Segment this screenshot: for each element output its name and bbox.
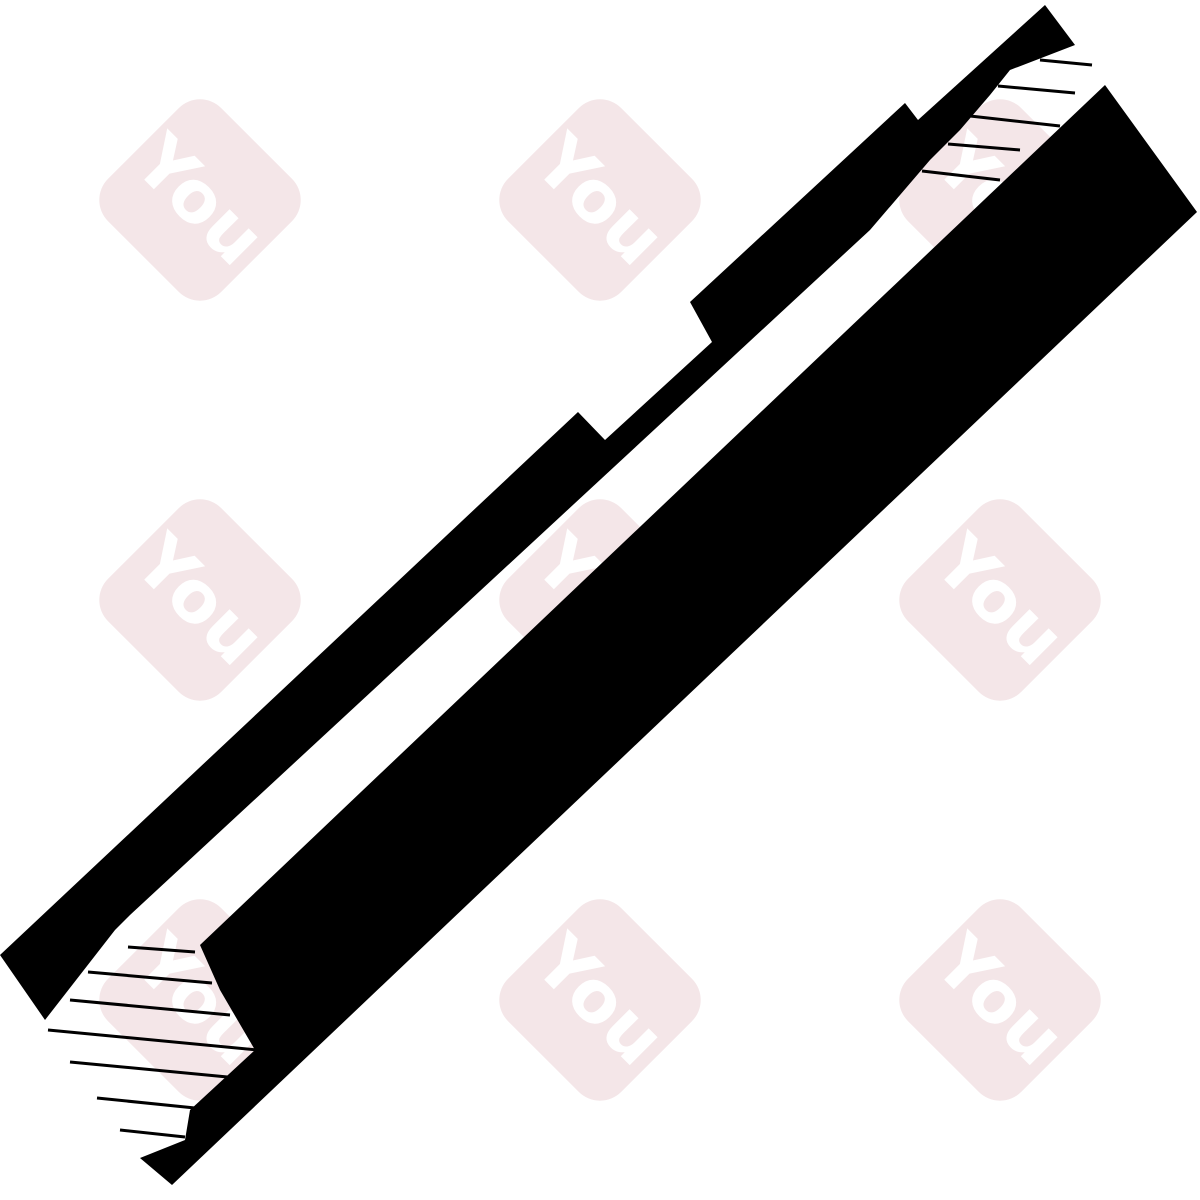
watermark-tile: You	[99, 99, 301, 301]
watermark-text: You	[518, 118, 682, 282]
watermark-badge	[899, 899, 1101, 1101]
watermark-tile: You	[499, 99, 701, 301]
watermark-badge	[99, 99, 301, 301]
watermark-text: You	[118, 518, 282, 682]
watermark-text: You	[918, 918, 1082, 1082]
lower-bar-shape	[140, 85, 1197, 1185]
hatching-lower-left	[47, 945, 259, 1139]
watermark-badge	[99, 499, 301, 701]
watermark-badge	[499, 899, 701, 1101]
watermark-text: You	[918, 518, 1082, 682]
watermark-text: You	[518, 918, 682, 1082]
upper-bar-shape	[0, 5, 1075, 1020]
watermark-tile: You	[899, 499, 1101, 701]
watermark-text: You	[118, 118, 282, 282]
watermark-badge	[499, 99, 701, 301]
watermark-tile: You	[899, 899, 1101, 1101]
hatching-upper-right	[921, 58, 1093, 182]
watermark-badge	[899, 499, 1101, 701]
watermark-tile: You	[99, 499, 301, 701]
watermark-tile: You	[499, 899, 701, 1101]
